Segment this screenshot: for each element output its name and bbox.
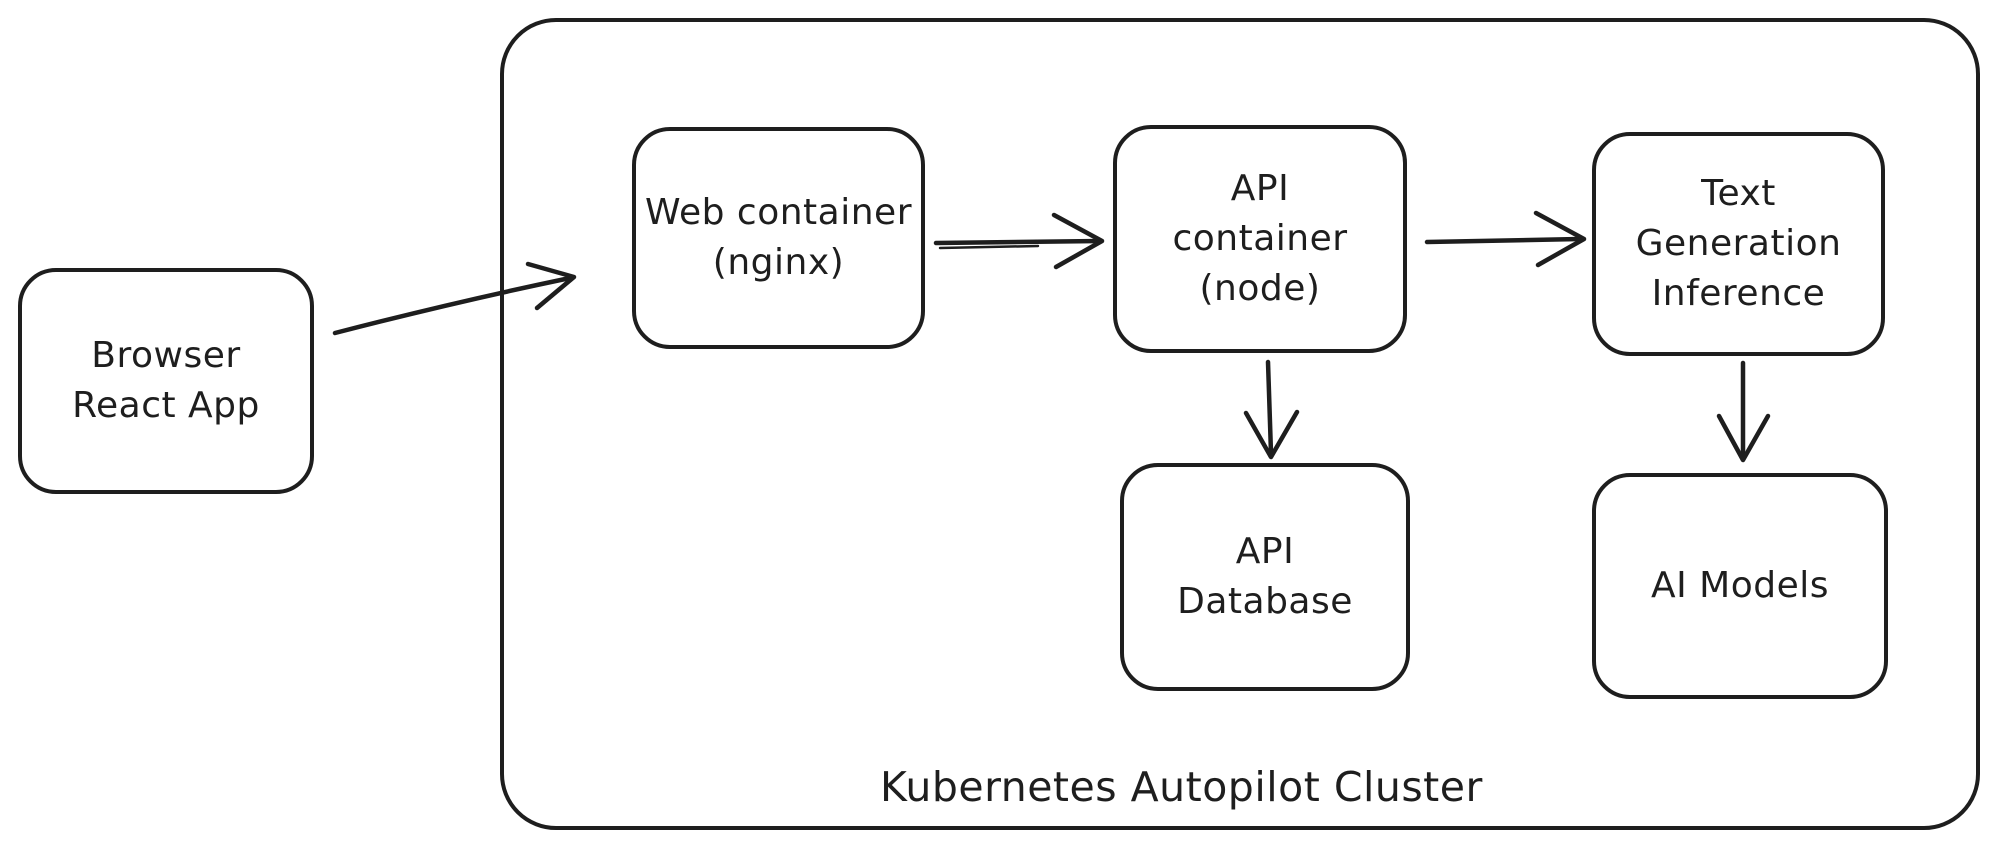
node-web-container-nginx: Web container (nginx) [632,127,925,349]
node-ai-models-label: AI Models [1650,565,1830,607]
cluster-kubernetes-autopilot [500,18,1980,830]
node-web-container-nginx-label: Web container (nginx) [644,192,912,283]
node-api-container-node: API container (node) [1113,125,1407,353]
node-text-generation-inference-label: Text Generation Inference [1635,173,1842,314]
cluster-label: Kubernetes Autopilot Cluster [880,763,1483,811]
node-browser-react-app-label: Browser React App [72,335,260,426]
node-browser-react-app: Browser React App [18,268,314,494]
node-api-database: API Database [1120,463,1410,691]
node-api-container-node-label: API container (node) [1172,168,1348,309]
node-api-database-label: API Database [1177,531,1353,622]
node-text-generation-inference: Text Generation Inference [1592,132,1885,356]
node-ai-models: AI Models [1592,473,1888,699]
